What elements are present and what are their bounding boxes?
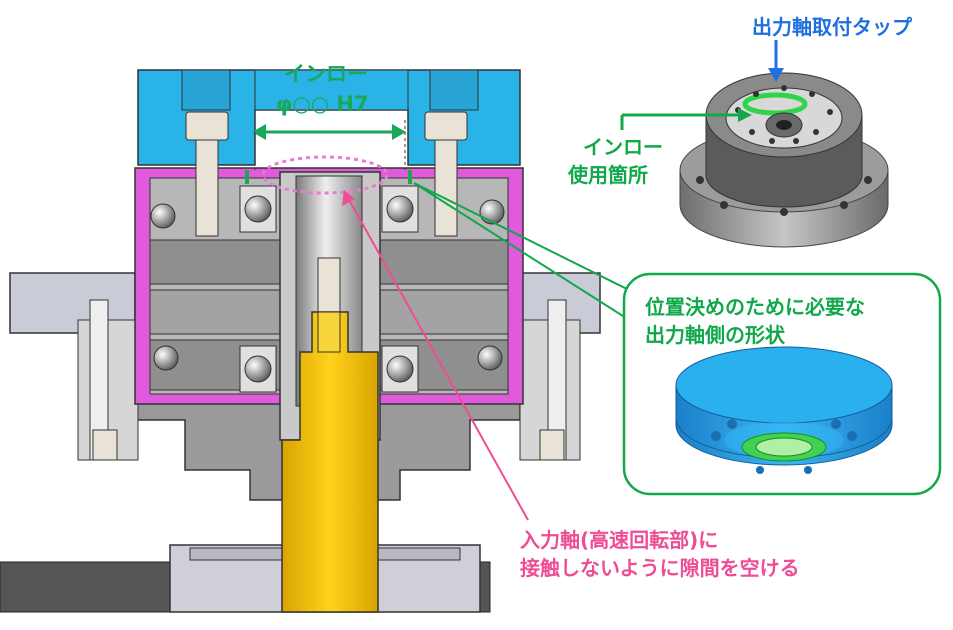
- spigot-use-label-line-2: 使用箇所: [568, 163, 648, 187]
- clearance-highlight: [261, 155, 529, 521]
- bolt-right: [424, 111, 468, 237]
- clearance-note-line-2: 接触しないように隙間を空ける: [520, 556, 800, 580]
- output-shaft-shape-render: [675, 346, 893, 474]
- spigot-use-label-line-1: インロー: [583, 135, 663, 159]
- output-tap-label: 出力軸取付タップ: [752, 15, 912, 39]
- bolt-left: [185, 111, 229, 237]
- spigot-label: インロー: [284, 62, 368, 86]
- cross-section: [0, 69, 601, 613]
- spigot-use-arrow: [620, 108, 752, 130]
- spigot-dimension-arrow: [252, 120, 406, 170]
- callout-title-line-2: 出力軸側の形状: [645, 323, 785, 347]
- spigot-dimension-label: φ○○ H7: [276, 92, 369, 116]
- clearance-note-line-1: 入力軸(高速回転部)に: [520, 528, 719, 552]
- reducer-unit-render: [679, 72, 889, 248]
- tap-arrow: [768, 40, 784, 82]
- callout-title-line-1: 位置決めのために必要な: [645, 295, 865, 319]
